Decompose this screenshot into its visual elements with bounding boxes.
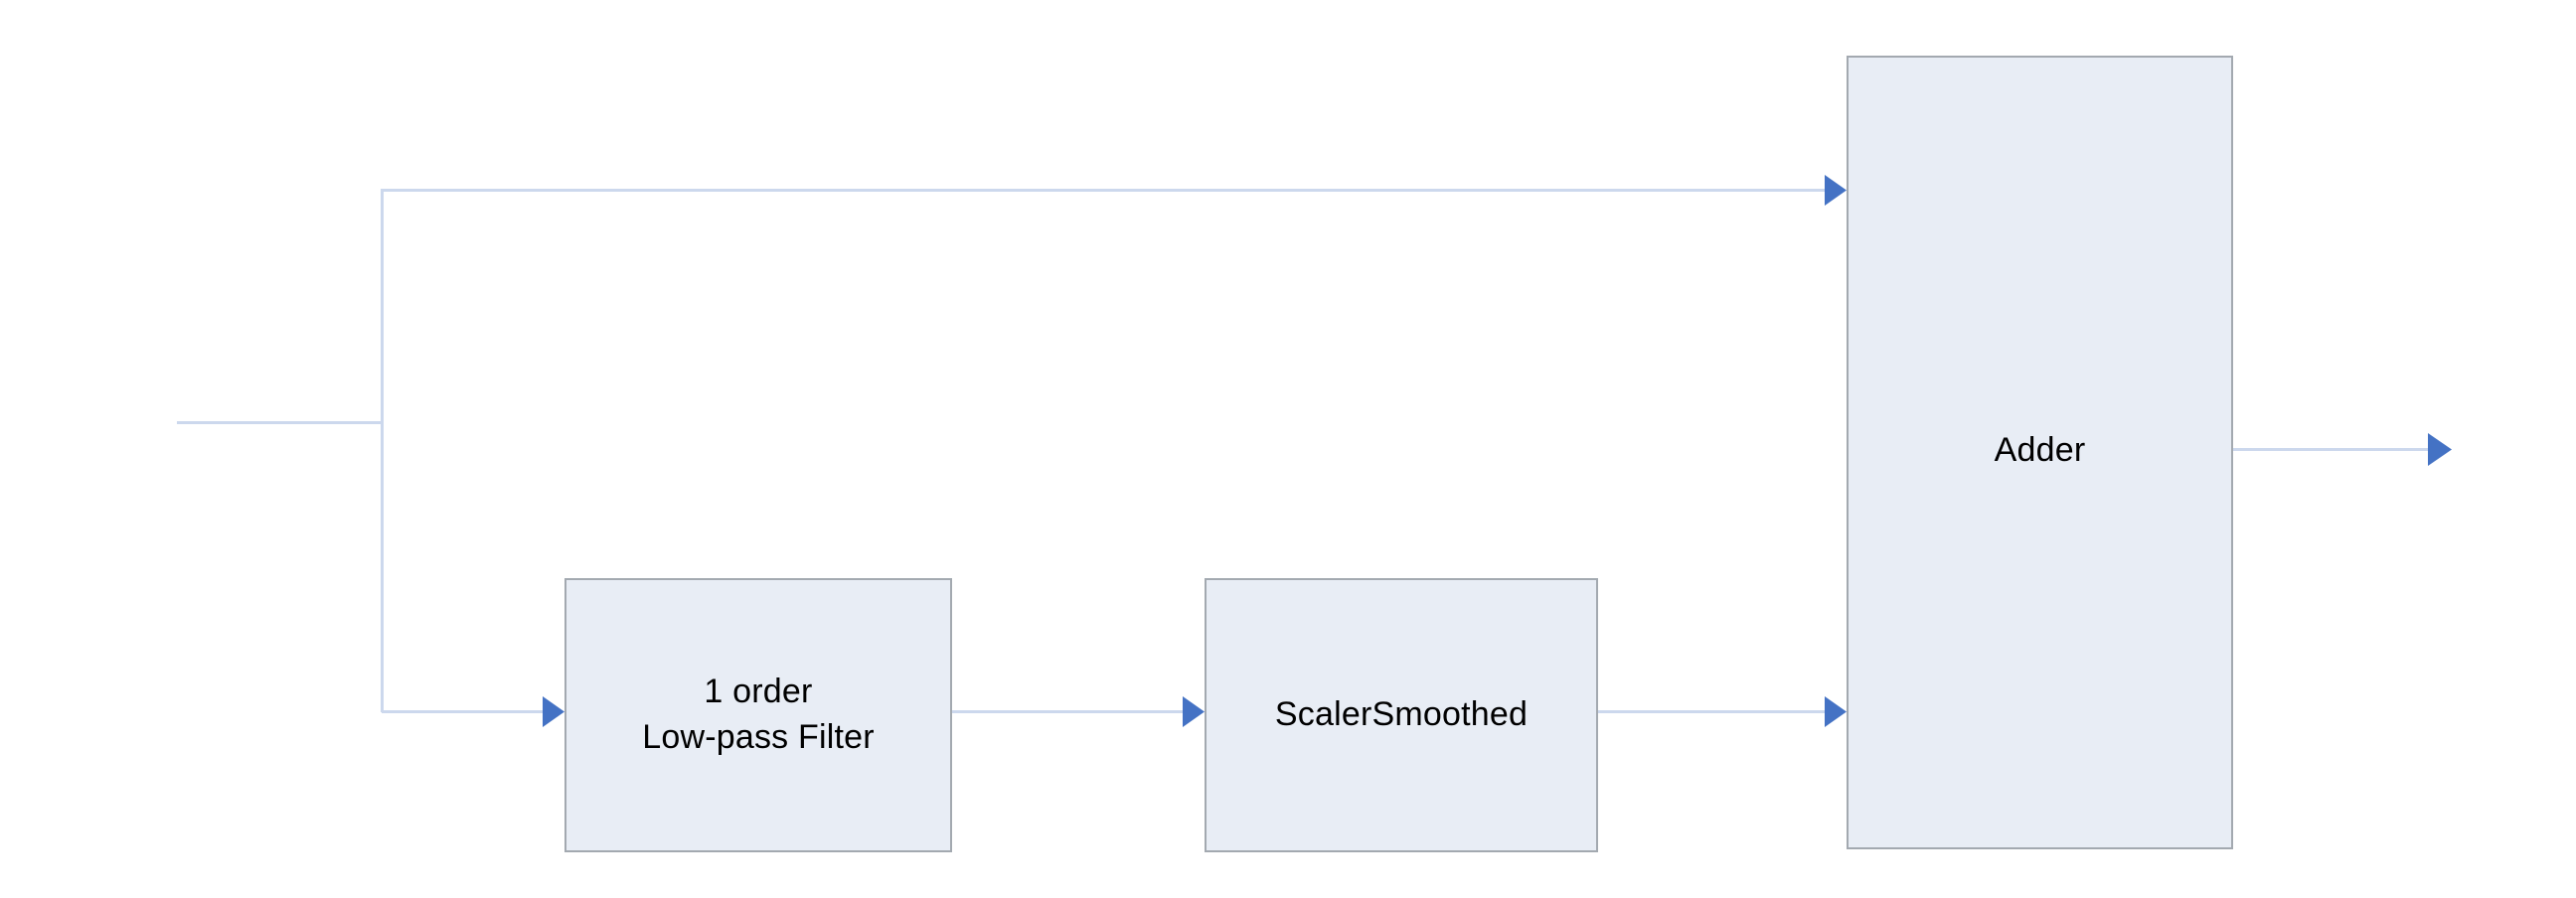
arrowhead-lowpass-to-scaler (1183, 696, 1205, 727)
block-lowpass-filter[interactable]: 1 order Low-pass Filter (564, 578, 952, 852)
block-adder-label: Adder (1994, 431, 2086, 470)
arrowhead-split-to-lowpass (543, 696, 564, 727)
block-adder[interactable]: Adder (1847, 56, 2233, 849)
arrowhead-scaler-to-adder (1825, 696, 1847, 727)
block-scaler-smoothed-label: ScalerSmoothed (1274, 695, 1529, 734)
block-scaler-smoothed[interactable]: ScalerSmoothed (1205, 578, 1598, 852)
block-lowpass-filter-label: 1 order Low-pass Filter (642, 673, 875, 756)
arrowhead-adder-output (2428, 433, 2452, 466)
arrowhead-feedforward-to-adder (1825, 175, 1847, 206)
